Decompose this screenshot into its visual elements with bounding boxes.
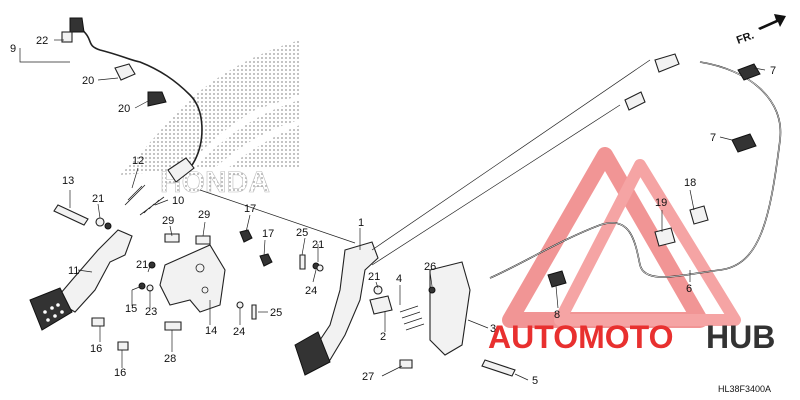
bolt-26 <box>428 286 436 294</box>
callout-27: 27 <box>362 371 374 383</box>
bracket-3 <box>429 261 471 356</box>
callout-28: 28 <box>164 353 176 365</box>
callout-17-b: 17 <box>262 228 274 240</box>
bolt-28 <box>164 321 182 331</box>
front-direction-indicator: FR. <box>735 14 786 47</box>
callout-16-a: 16 <box>90 343 102 355</box>
callout-6: 6 <box>686 283 692 295</box>
callout-7-b: 7 <box>710 132 716 144</box>
pedal-bracket-14 <box>138 229 273 331</box>
callout-13: 13 <box>62 175 74 187</box>
pin-5 <box>481 359 516 377</box>
pin-25 <box>251 304 257 320</box>
callout-9: 9 <box>10 43 16 55</box>
callout-15: 15 <box>125 303 137 315</box>
throttle-cable-6 <box>489 53 782 288</box>
switch-harness <box>61 17 203 216</box>
callout-1: 1 <box>358 217 364 229</box>
watermark-triangles <box>502 147 741 328</box>
nut-17-lower <box>259 253 273 267</box>
callout-22: 22 <box>36 35 48 47</box>
callout-20-lower: 20 <box>118 103 130 115</box>
band-18 <box>689 205 709 225</box>
band-19 <box>654 227 676 247</box>
diagram-code: HL38F3400A <box>718 384 771 394</box>
callout-8: 8 <box>554 309 560 321</box>
watermark-text: AUTOMOTO HUB <box>488 319 775 355</box>
callout-3: 3 <box>490 323 496 335</box>
throttle-pedal-assembly <box>294 241 516 377</box>
callout-18: 18 <box>684 177 696 189</box>
nut-17-upper <box>239 229 253 243</box>
callout-21-a: 21 <box>92 193 104 205</box>
callout-25-a: 25 <box>270 307 282 319</box>
callout-17-a: 17 <box>244 203 256 215</box>
clamp-20-upper <box>114 63 136 81</box>
callout-29-a: 29 <box>162 215 174 227</box>
connector-22 <box>69 17 85 33</box>
callout-24-b: 24 <box>305 285 317 297</box>
clamp-8 <box>547 270 567 288</box>
callout-24-a: 24 <box>233 326 245 338</box>
clamp-7-upper <box>737 63 761 81</box>
callout-5: 5 <box>532 375 538 387</box>
callout-16-b: 16 <box>114 367 126 379</box>
callout-2: 2 <box>380 331 386 343</box>
leader-lines <box>19 39 766 381</box>
bolt-29-right <box>195 235 211 245</box>
pedal-arm-11 <box>54 229 133 313</box>
callout-10: 10 <box>172 195 184 207</box>
callout-14: 14 <box>205 325 217 337</box>
callout-4: 4 <box>396 273 402 285</box>
callout-19: 19 <box>655 197 667 209</box>
brake-pedal-assembly <box>29 204 133 351</box>
spring-4 <box>399 305 425 331</box>
callout-29-b: 29 <box>198 209 210 221</box>
pedal-pad-1 <box>294 331 331 376</box>
clamp-20-lower <box>147 91 167 107</box>
switch-10 <box>167 157 195 183</box>
callout-labels: 9 22 20 20 12 10 13 21 11 29 29 17 17 21… <box>10 35 776 387</box>
pedal-arm-1 <box>309 241 379 361</box>
callout-21-b: 21 <box>136 259 148 271</box>
washer-24 <box>236 301 244 309</box>
bolt-27 <box>399 359 413 369</box>
spring-12 <box>124 184 146 206</box>
callout-12: 12 <box>132 155 144 167</box>
callout-11: 11 <box>68 265 79 277</box>
clamp-7-lower <box>731 133 757 153</box>
callout-21-d: 21 <box>368 271 380 283</box>
spring-10-rod <box>139 196 165 216</box>
callout-20-upper: 20 <box>82 75 94 87</box>
watermark-text-dark: HUB <box>706 319 775 355</box>
pivot-bolt-13 <box>53 204 89 226</box>
callout-23: 23 <box>145 306 157 318</box>
callout-21-c: 21 <box>312 239 324 251</box>
collar-2 <box>369 295 393 315</box>
bolt-29-left <box>164 233 180 243</box>
callout-25-b: 25 <box>296 227 308 239</box>
watermark-text-red: AUTOMOTO <box>488 319 673 355</box>
honda-wing-logo: HONDA <box>120 40 300 199</box>
callout-26: 26 <box>424 261 436 273</box>
clip-22 <box>61 31 73 43</box>
front-direction-label: FR. <box>735 29 756 46</box>
arrow-icon <box>758 14 786 30</box>
callout-7-a: 7 <box>770 65 776 77</box>
